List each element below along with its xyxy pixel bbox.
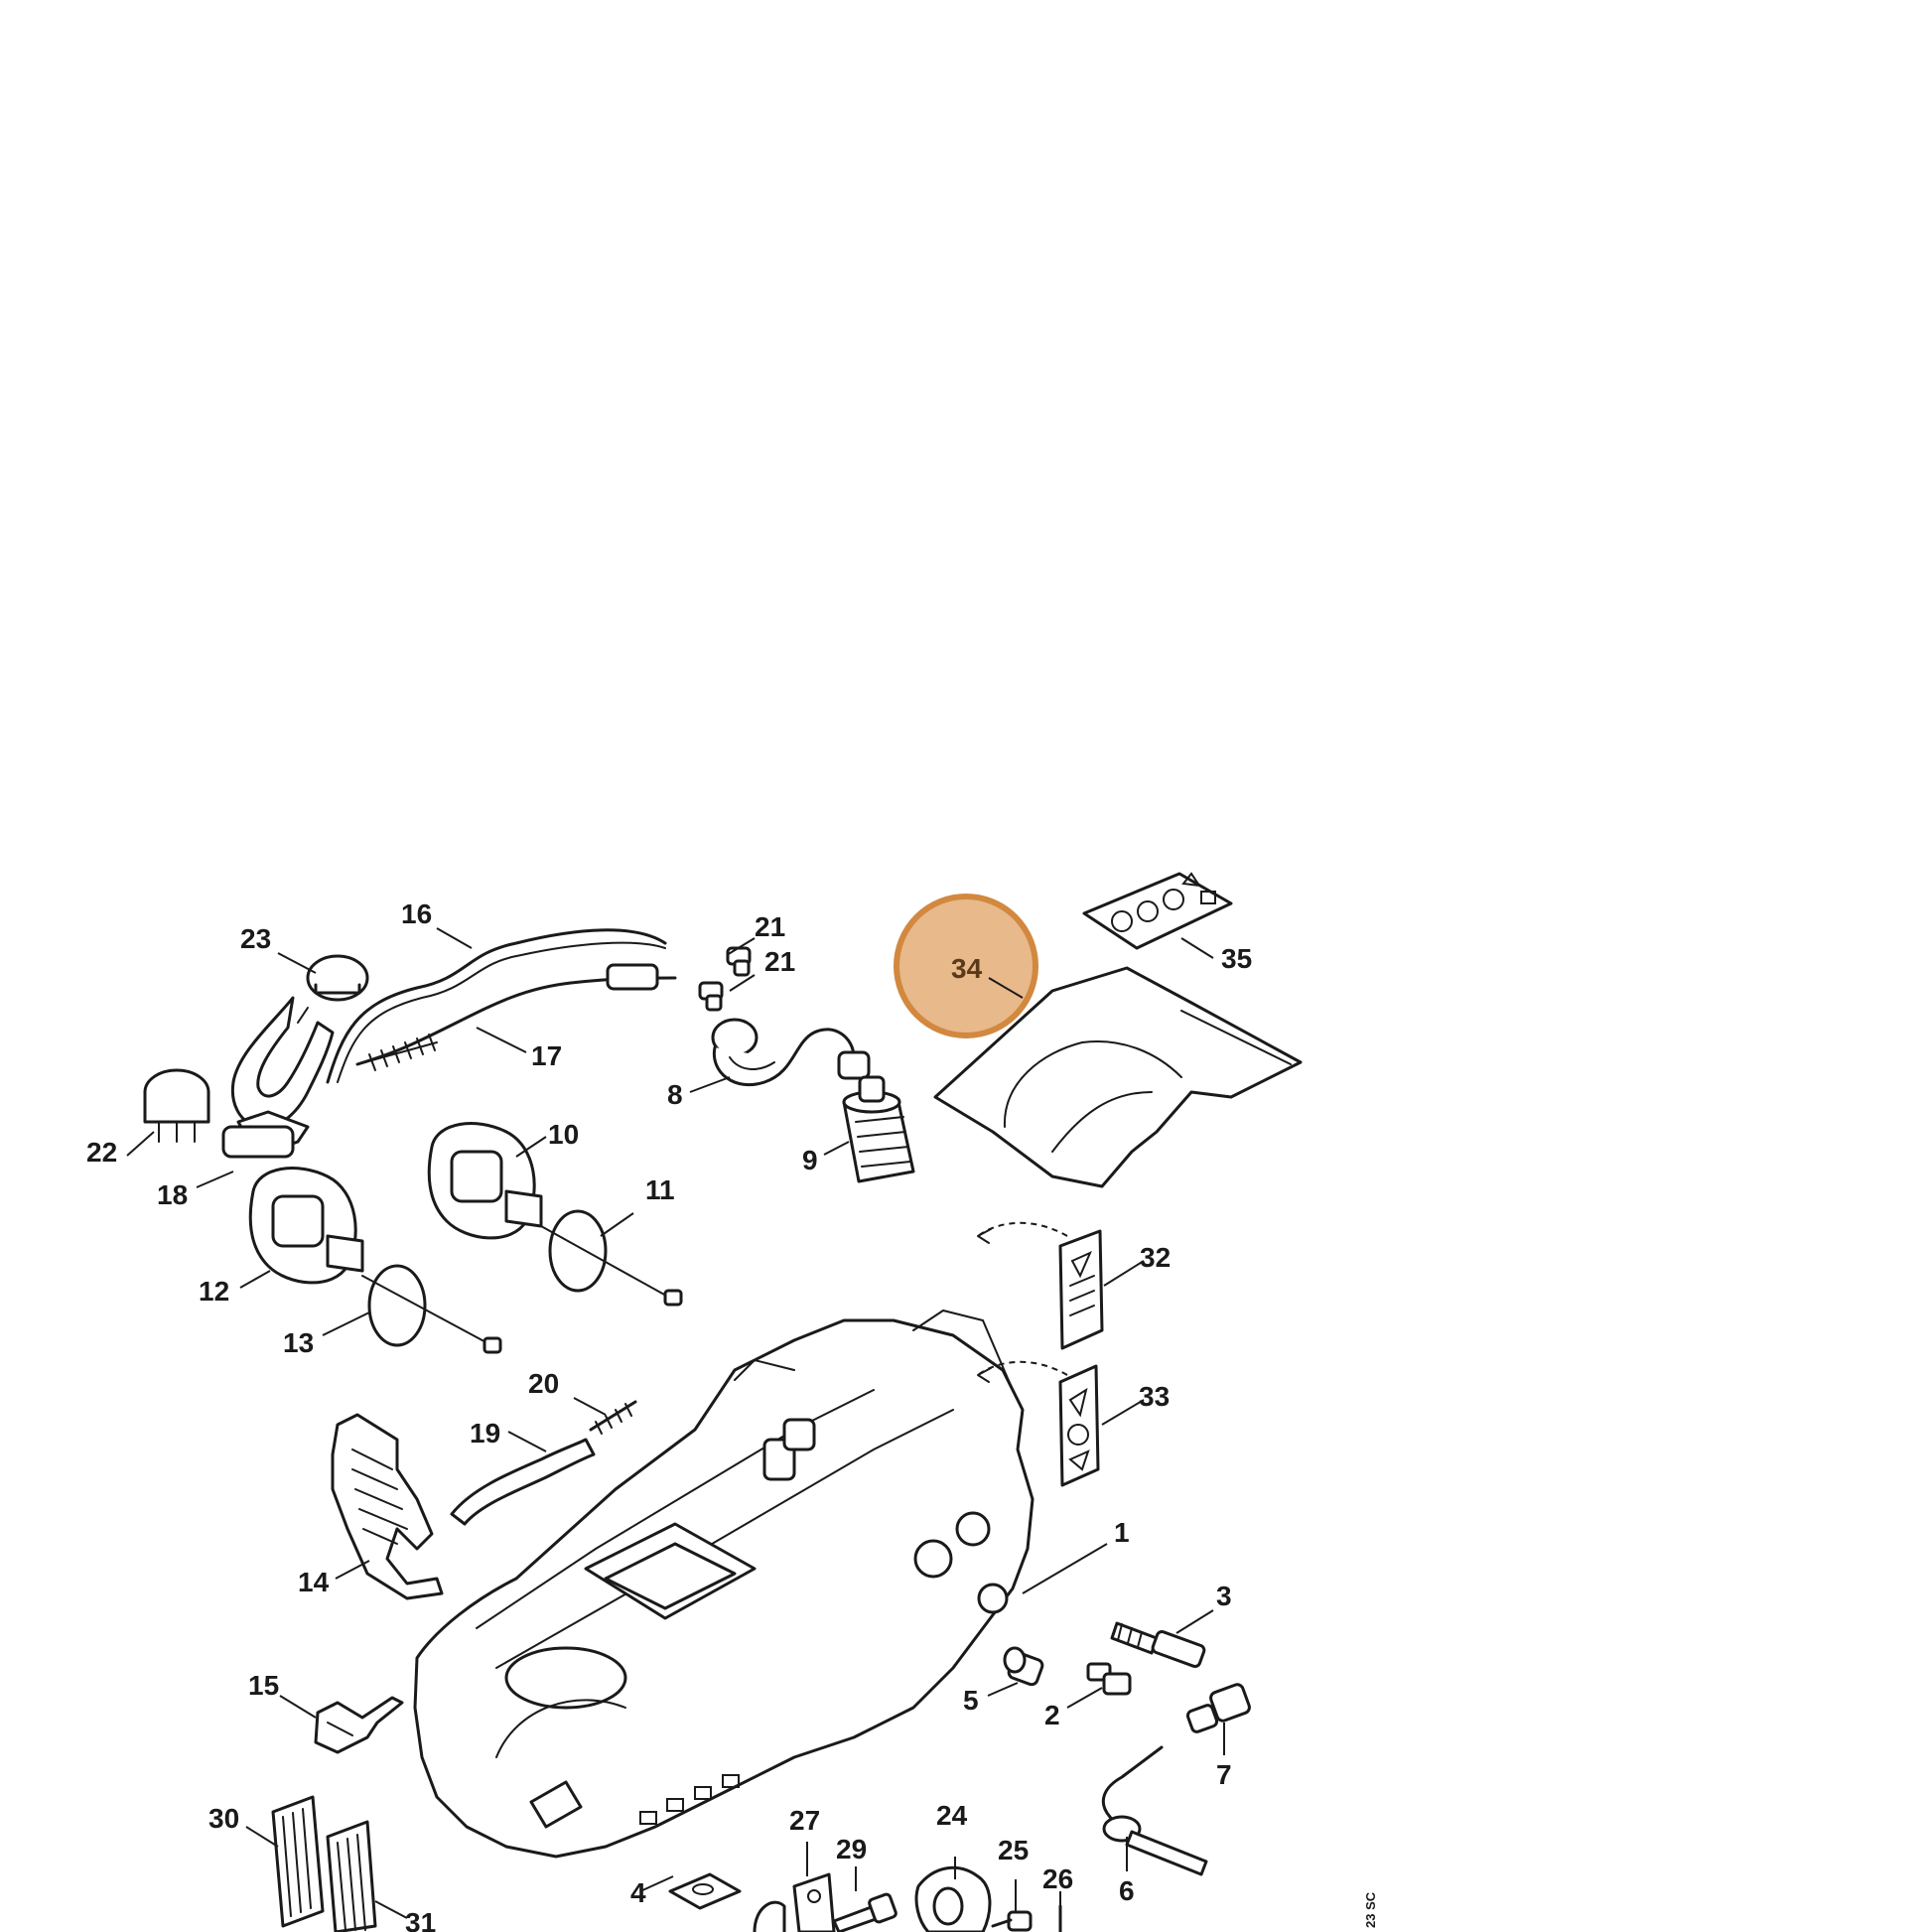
drawing-code: 23 SC [1363, 1891, 1378, 1928]
part-11-o-ring[interactable] [540, 1209, 683, 1307]
part-22-cap[interactable] [143, 1068, 210, 1143]
callout-14: 14 [298, 1567, 330, 1597]
part-2-screw[interactable] [1086, 1662, 1132, 1696]
callout-10: 10 [548, 1119, 579, 1150]
callout-21b: 21 [764, 946, 795, 977]
callout-8: 8 [667, 1079, 683, 1110]
callout-19: 19 [470, 1418, 500, 1449]
callout-30: 30 [208, 1803, 239, 1834]
part-7-adjuster[interactable] [1185, 1683, 1251, 1733]
highlight-marker-34[interactable]: 34 [894, 894, 1038, 1038]
callout-1: 1 [1114, 1517, 1130, 1548]
callout-20: 20 [528, 1368, 559, 1399]
callout-33: 33 [1139, 1381, 1170, 1412]
callout-3: 3 [1216, 1581, 1232, 1611]
part-14-deflector[interactable] [331, 1413, 444, 1600]
callout-35: 35 [1221, 943, 1252, 974]
part-29-screw[interactable] [832, 1892, 897, 1932]
callout-23: 23 [240, 923, 271, 954]
part-33-warning-label[interactable] [1058, 1364, 1100, 1487]
callout-numbers: 1 2 3 4 5 6 7 8 9 10 11 12 13 14 15 16 1… [86, 898, 1252, 1932]
part-1-crankcase-housing[interactable] [413, 1309, 1035, 1859]
part-4-pad[interactable] [668, 1872, 742, 1910]
callout-17: 17 [531, 1040, 562, 1071]
callout-24: 24 [936, 1800, 968, 1831]
part-25-screw[interactable] [991, 1910, 1033, 1932]
part-3-adjusting-screw[interactable] [1110, 1621, 1206, 1668]
part-24-chain-catcher[interactable] [914, 1865, 992, 1932]
callout-22: 22 [86, 1137, 117, 1168]
part-30-pad[interactable] [271, 1795, 325, 1928]
callout-32: 32 [1140, 1242, 1171, 1273]
callout-13: 13 [283, 1327, 314, 1358]
part-18-handle-bracket[interactable] [221, 996, 335, 1159]
part-5-plug[interactable] [1003, 1646, 1044, 1687]
part-13-o-ring[interactable] [361, 1264, 502, 1354]
callout-4: 4 [630, 1877, 646, 1908]
leader-lines [126, 927, 1225, 1919]
part-8-suction-hose[interactable] [711, 1018, 871, 1087]
part-32-warning-label[interactable] [1058, 1229, 1104, 1350]
callout-12: 12 [199, 1276, 229, 1307]
part-27-link[interactable] [753, 1872, 836, 1932]
callout-29: 29 [836, 1834, 867, 1864]
part-23-primer-bulb[interactable] [297, 954, 369, 1024]
part-34-chain-sprocket-cover[interactable] [933, 966, 1303, 1188]
part-10-oil-pump[interactable] [427, 1122, 543, 1240]
dashed-arrow-32 [977, 1221, 1068, 1244]
part-6-bar-stud[interactable] [1101, 1745, 1208, 1876]
part-12-oil-pump[interactable] [248, 1167, 364, 1285]
callout-6: 6 [1119, 1875, 1135, 1906]
part-31-pad[interactable] [326, 1820, 377, 1932]
callout-7: 7 [1216, 1759, 1232, 1790]
callout-21a: 21 [755, 911, 785, 942]
callout-2: 2 [1044, 1700, 1060, 1730]
callout-18: 18 [157, 1179, 188, 1210]
part-21-fitting-lower[interactable] [698, 981, 724, 1012]
part-20-spring[interactable] [589, 1400, 637, 1435]
callout-11: 11 [645, 1174, 675, 1205]
callout-9: 9 [802, 1145, 818, 1175]
callout-25: 25 [998, 1835, 1029, 1865]
callout-31: 31 [405, 1907, 436, 1932]
callout-27: 27 [789, 1805, 820, 1836]
part-9-fuel-filter[interactable] [842, 1075, 915, 1183]
part-19-hose[interactable] [450, 1438, 596, 1526]
part-15-bracket[interactable] [314, 1696, 404, 1754]
callout-5: 5 [963, 1685, 979, 1716]
callout-26: 26 [1042, 1863, 1073, 1894]
dashed-arrow-33 [977, 1360, 1068, 1383]
part-17-hose[interactable] [355, 963, 677, 1071]
part-35-warning-label[interactable] [1082, 872, 1233, 950]
highlight-label: 34 [951, 953, 983, 984]
callout-16: 16 [401, 898, 432, 929]
callout-15: 15 [248, 1670, 279, 1701]
